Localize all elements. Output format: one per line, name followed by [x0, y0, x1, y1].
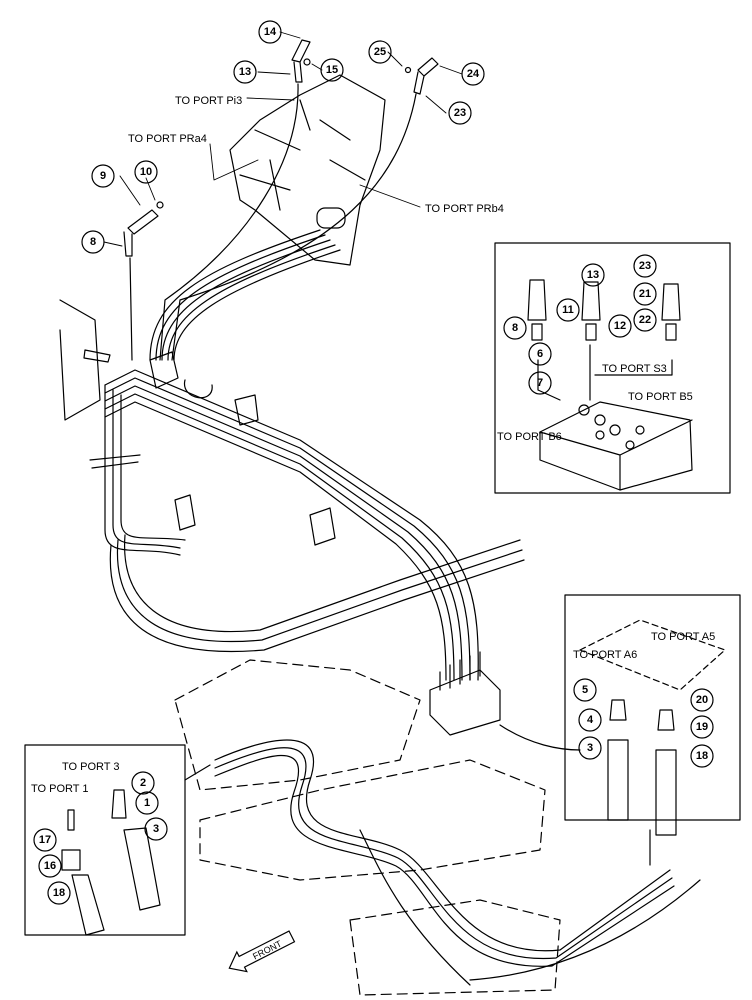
machine-frame: [174, 659, 561, 996]
hose-bundle-main: [104, 369, 525, 681]
callout-b23: 23: [639, 260, 651, 272]
label-port-a5: TO PORT A5: [651, 631, 715, 643]
hose-bundle-lower: [214, 739, 701, 986]
fitting-8-9-10: [123, 201, 164, 257]
label-port-1: TO PORT 1: [31, 783, 88, 795]
callout-b8: 8: [512, 322, 518, 334]
callout-b7: 7: [537, 377, 543, 389]
callout-d16: 16: [44, 860, 56, 872]
callout-14: 14: [264, 26, 277, 38]
callout-8: 8: [90, 236, 96, 248]
callout-b11: 11: [562, 304, 574, 316]
callout-d2: 2: [140, 777, 146, 789]
label-port-pa4: TO PORT PRa4: [128, 133, 207, 145]
fitting-13-14: [291, 39, 311, 83]
callout-10: 10: [140, 166, 152, 178]
manifold-block: [429, 651, 501, 736]
label-port-pb4: TO PORT PRb4: [425, 203, 504, 215]
left-fitting: [59, 299, 111, 421]
callout-c4: 4: [587, 714, 594, 726]
leader-lines: [103, 31, 463, 247]
detail-box-d: [24, 744, 211, 936]
front-arrow: FRONT: [228, 930, 296, 973]
callout-c18: 18: [696, 750, 708, 762]
callout-c5: 5: [582, 684, 588, 696]
label-port-b5: TO PORT B5: [628, 391, 693, 403]
callout-25: 25: [374, 46, 386, 58]
callout-b21: 21: [639, 288, 651, 300]
callout-d17: 17: [39, 834, 51, 846]
detail-box-c: [499, 594, 741, 866]
fitting-23-24: [404, 57, 439, 95]
hose-bundle-upper: [129, 83, 417, 361]
clamps: [89, 351, 336, 546]
control-valve: [229, 74, 386, 266]
label-port-b6: TO PORT B6: [497, 431, 562, 443]
callout-15: 15: [326, 64, 338, 76]
label-port-s3: TO PORT S3: [602, 363, 667, 375]
callout-13: 13: [239, 66, 251, 78]
callout-d18: 18: [53, 887, 65, 899]
label-port-pi3: TO PORT Pi3: [175, 95, 242, 107]
callout-23: 23: [454, 107, 466, 119]
callout-c19: 19: [696, 721, 708, 733]
callout-b13: 13: [587, 269, 599, 281]
detail-box-b: [494, 242, 731, 494]
callout-9: 9: [100, 170, 106, 182]
callout-d1: 1: [144, 797, 150, 809]
callout-b12: 12: [614, 320, 626, 332]
callout-b6: 6: [537, 348, 543, 360]
label-port-a6: TO PORT A6: [573, 649, 637, 661]
callouts: [33, 20, 714, 905]
callout-b22: 22: [639, 314, 651, 326]
callout-c20: 20: [696, 694, 708, 706]
callout-d3: 3: [153, 823, 159, 835]
callout-c3: 3: [587, 742, 593, 754]
callout-24: 24: [467, 68, 480, 80]
label-port-3: TO PORT 3: [62, 761, 119, 773]
